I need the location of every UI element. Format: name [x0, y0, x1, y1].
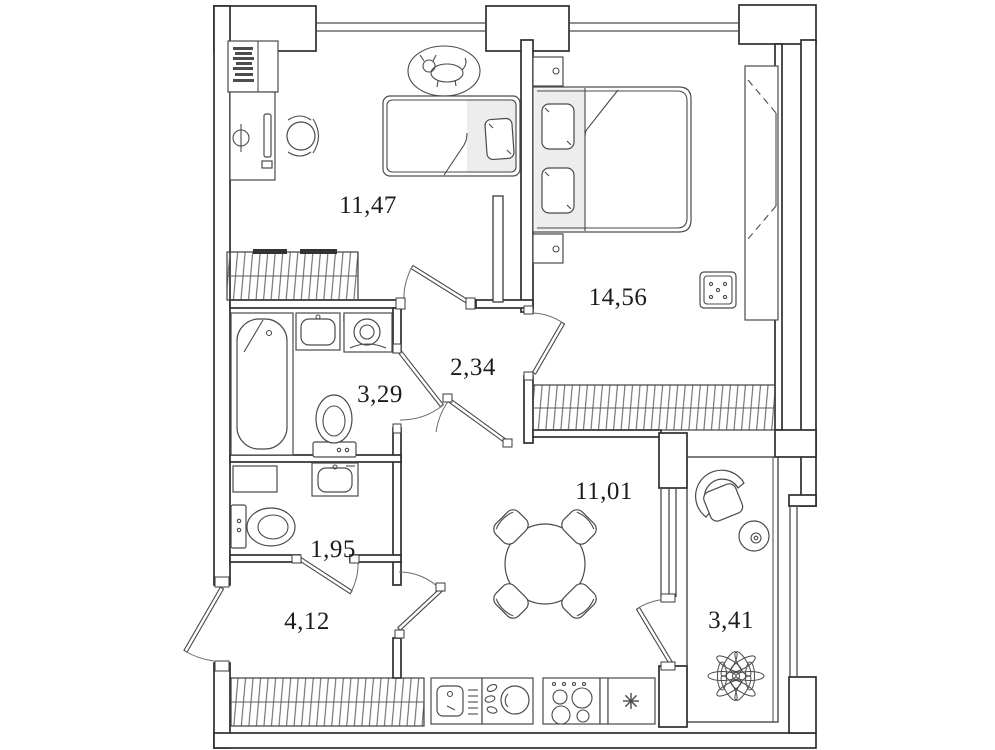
kitchen-counter-icon — [481, 677, 534, 725]
door-child-room-icon — [410, 264, 470, 305]
room-area-label-entrance-hall: 4,12 — [284, 608, 330, 635]
cabinet-icon — [232, 465, 278, 493]
bedroom-furniture — [532, 56, 779, 321]
pouf-icon — [699, 271, 737, 309]
duct-column — [492, 195, 504, 303]
door-bedroom-icon — [531, 321, 566, 375]
open-wardrobe-icon — [744, 65, 779, 321]
double-bed-icon — [532, 86, 692, 233]
window-balcony-icon — [789, 506, 798, 677]
door-kitchen-icon — [447, 397, 510, 446]
child-room-furniture — [227, 40, 521, 181]
washing-machine-icon — [343, 312, 393, 353]
room-area-label-kitchen-living: 11,01 — [575, 478, 633, 505]
pet-rug-icon — [407, 45, 481, 97]
desk-icon — [229, 91, 276, 181]
dining-chair-icon — [561, 509, 597, 545]
pillow-icon — [541, 103, 575, 150]
bathroom-furniture — [230, 312, 393, 458]
room-area-label-bedroom: 14,56 — [589, 284, 648, 311]
stove-icon — [542, 677, 601, 725]
plant-icon — [707, 651, 765, 701]
kitchen-sink-unit-icon — [430, 677, 483, 725]
bookshelf-icon — [227, 40, 279, 93]
room-labels: 11,47 14,56 2,34 3,29 1,95 11,01 4,12 3,… — [284, 192, 754, 635]
door-balcony-icon — [635, 606, 675, 667]
balcony-outline — [686, 456, 779, 723]
doors — [183, 264, 676, 672]
sink-icon — [295, 312, 353, 351]
nightstand-icon — [532, 233, 564, 264]
dining-chair-icon — [493, 583, 529, 619]
pillow-icon — [541, 167, 575, 214]
counter-strip — [599, 677, 609, 725]
fridge-icon — [607, 677, 656, 725]
door-bathroom-icon — [397, 350, 445, 408]
window-kitchen-balcony-icon — [660, 488, 677, 597]
window-bedroom-icon — [569, 22, 739, 32]
windows — [316, 22, 798, 677]
room-area-label-bathroom: 3,29 — [357, 381, 403, 408]
window-child-room-icon — [316, 22, 486, 32]
armchair-icon — [695, 469, 745, 522]
wardrobe-bedroom-icon — [532, 384, 776, 431]
room-area-label-inner-hall: 2,34 — [450, 354, 496, 381]
bathtub-icon — [230, 312, 294, 456]
dining-table-icon — [504, 523, 586, 605]
outer-walls — [213, 4, 817, 749]
room-area-label-child-room: 11,47 — [339, 192, 397, 219]
desk-chair-icon — [286, 115, 320, 157]
dining-chair-icon — [493, 509, 529, 545]
kitchen-furniture — [430, 509, 656, 725]
dining-chair-icon — [561, 583, 597, 619]
single-bed-icon — [382, 95, 521, 177]
room-area-label-balcony: 3,41 — [708, 607, 754, 634]
side-table-icon — [738, 520, 770, 552]
wc-toilet-icon — [230, 504, 296, 549]
wardrobe-child-room-icon — [226, 249, 359, 301]
toilet-icon — [312, 394, 357, 458]
wc-furniture — [230, 462, 359, 549]
door-hall-kitchen-icon — [396, 588, 443, 632]
nightstand-icon — [532, 56, 564, 87]
balcony-furniture — [695, 469, 770, 701]
entrance-door-icon — [183, 586, 225, 653]
wc-sink-icon — [311, 462, 359, 497]
room-area-label-wc: 1,95 — [310, 536, 356, 563]
wardrobe-hall-icon — [230, 677, 425, 727]
wardrobes — [226, 249, 776, 727]
